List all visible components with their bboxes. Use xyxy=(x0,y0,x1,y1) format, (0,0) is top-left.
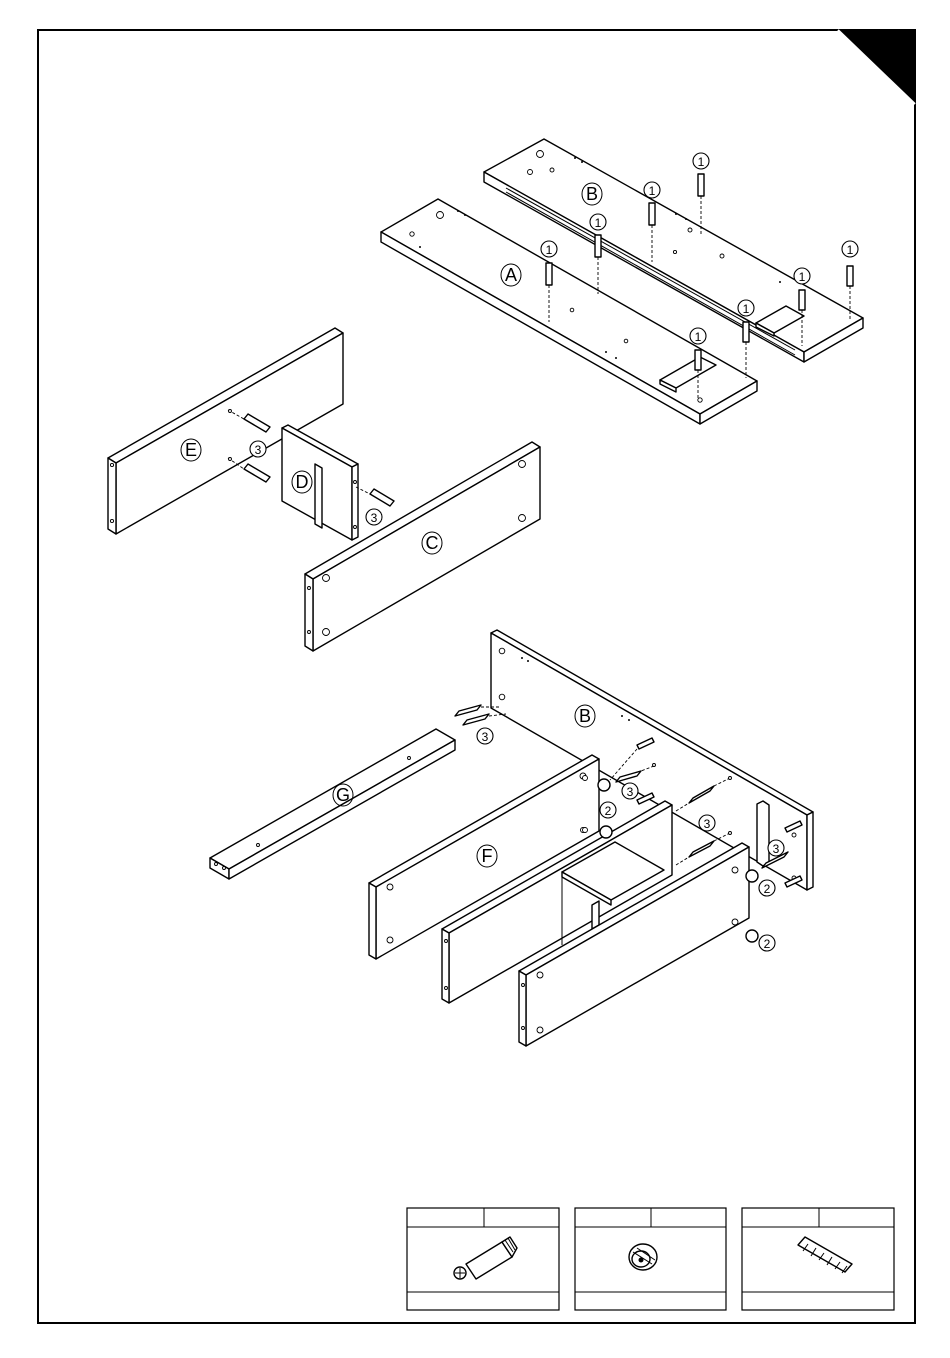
panel-label-a: A xyxy=(505,265,517,285)
panel-label-f: F xyxy=(482,846,493,866)
callout-1: 1 xyxy=(698,155,705,169)
callout-1: 1 xyxy=(595,216,602,230)
callout-1: 1 xyxy=(847,243,854,257)
callout-2: 2 xyxy=(764,937,771,951)
cam-bolt xyxy=(743,322,749,378)
parts-legend xyxy=(407,1208,894,1310)
cam-bolt xyxy=(698,174,704,234)
callout-3: 3 xyxy=(255,443,262,457)
dowel xyxy=(689,841,714,857)
panel-label-g: G xyxy=(336,785,350,805)
callout-3: 3 xyxy=(627,785,634,799)
callout-3: 3 xyxy=(371,511,378,525)
callout-3: 3 xyxy=(482,730,489,744)
callout-2: 2 xyxy=(605,804,612,818)
panel-label-c: C xyxy=(426,533,439,553)
step-bottom-carcass: B G 3 F xyxy=(210,630,813,1046)
callout-1: 1 xyxy=(695,330,702,344)
callout-1: 1 xyxy=(649,184,656,198)
callout-2: 2 xyxy=(764,882,771,896)
callout-3: 3 xyxy=(704,817,711,831)
dowel xyxy=(455,705,481,716)
panel-label-d: D xyxy=(296,472,309,492)
panel-label-b-top: B xyxy=(586,184,598,204)
parts-box-cam-lock xyxy=(575,1208,726,1310)
cam-lock-icon xyxy=(629,1244,657,1270)
callout-1: 1 xyxy=(743,302,750,316)
parts-box-cam-bolt xyxy=(407,1208,559,1310)
cam-lock xyxy=(600,826,612,838)
step-middle-drawer: E D 3 3 xyxy=(108,328,540,651)
cam-lock xyxy=(598,779,610,791)
panel-d xyxy=(282,425,358,540)
cam-bolt xyxy=(595,235,601,294)
callout-3: 3 xyxy=(773,842,780,856)
dowel xyxy=(463,714,489,725)
cam-lock xyxy=(746,930,758,942)
callout-1: 1 xyxy=(799,270,806,284)
panel-label-b-bottom: B xyxy=(579,706,591,726)
parts-box-dowel xyxy=(742,1208,894,1310)
step-top-boards: B A xyxy=(381,139,863,424)
vertical-strip xyxy=(757,801,769,866)
cam-lock xyxy=(746,870,758,882)
panel-label-e: E xyxy=(185,440,197,460)
callout-1: 1 xyxy=(546,243,553,257)
